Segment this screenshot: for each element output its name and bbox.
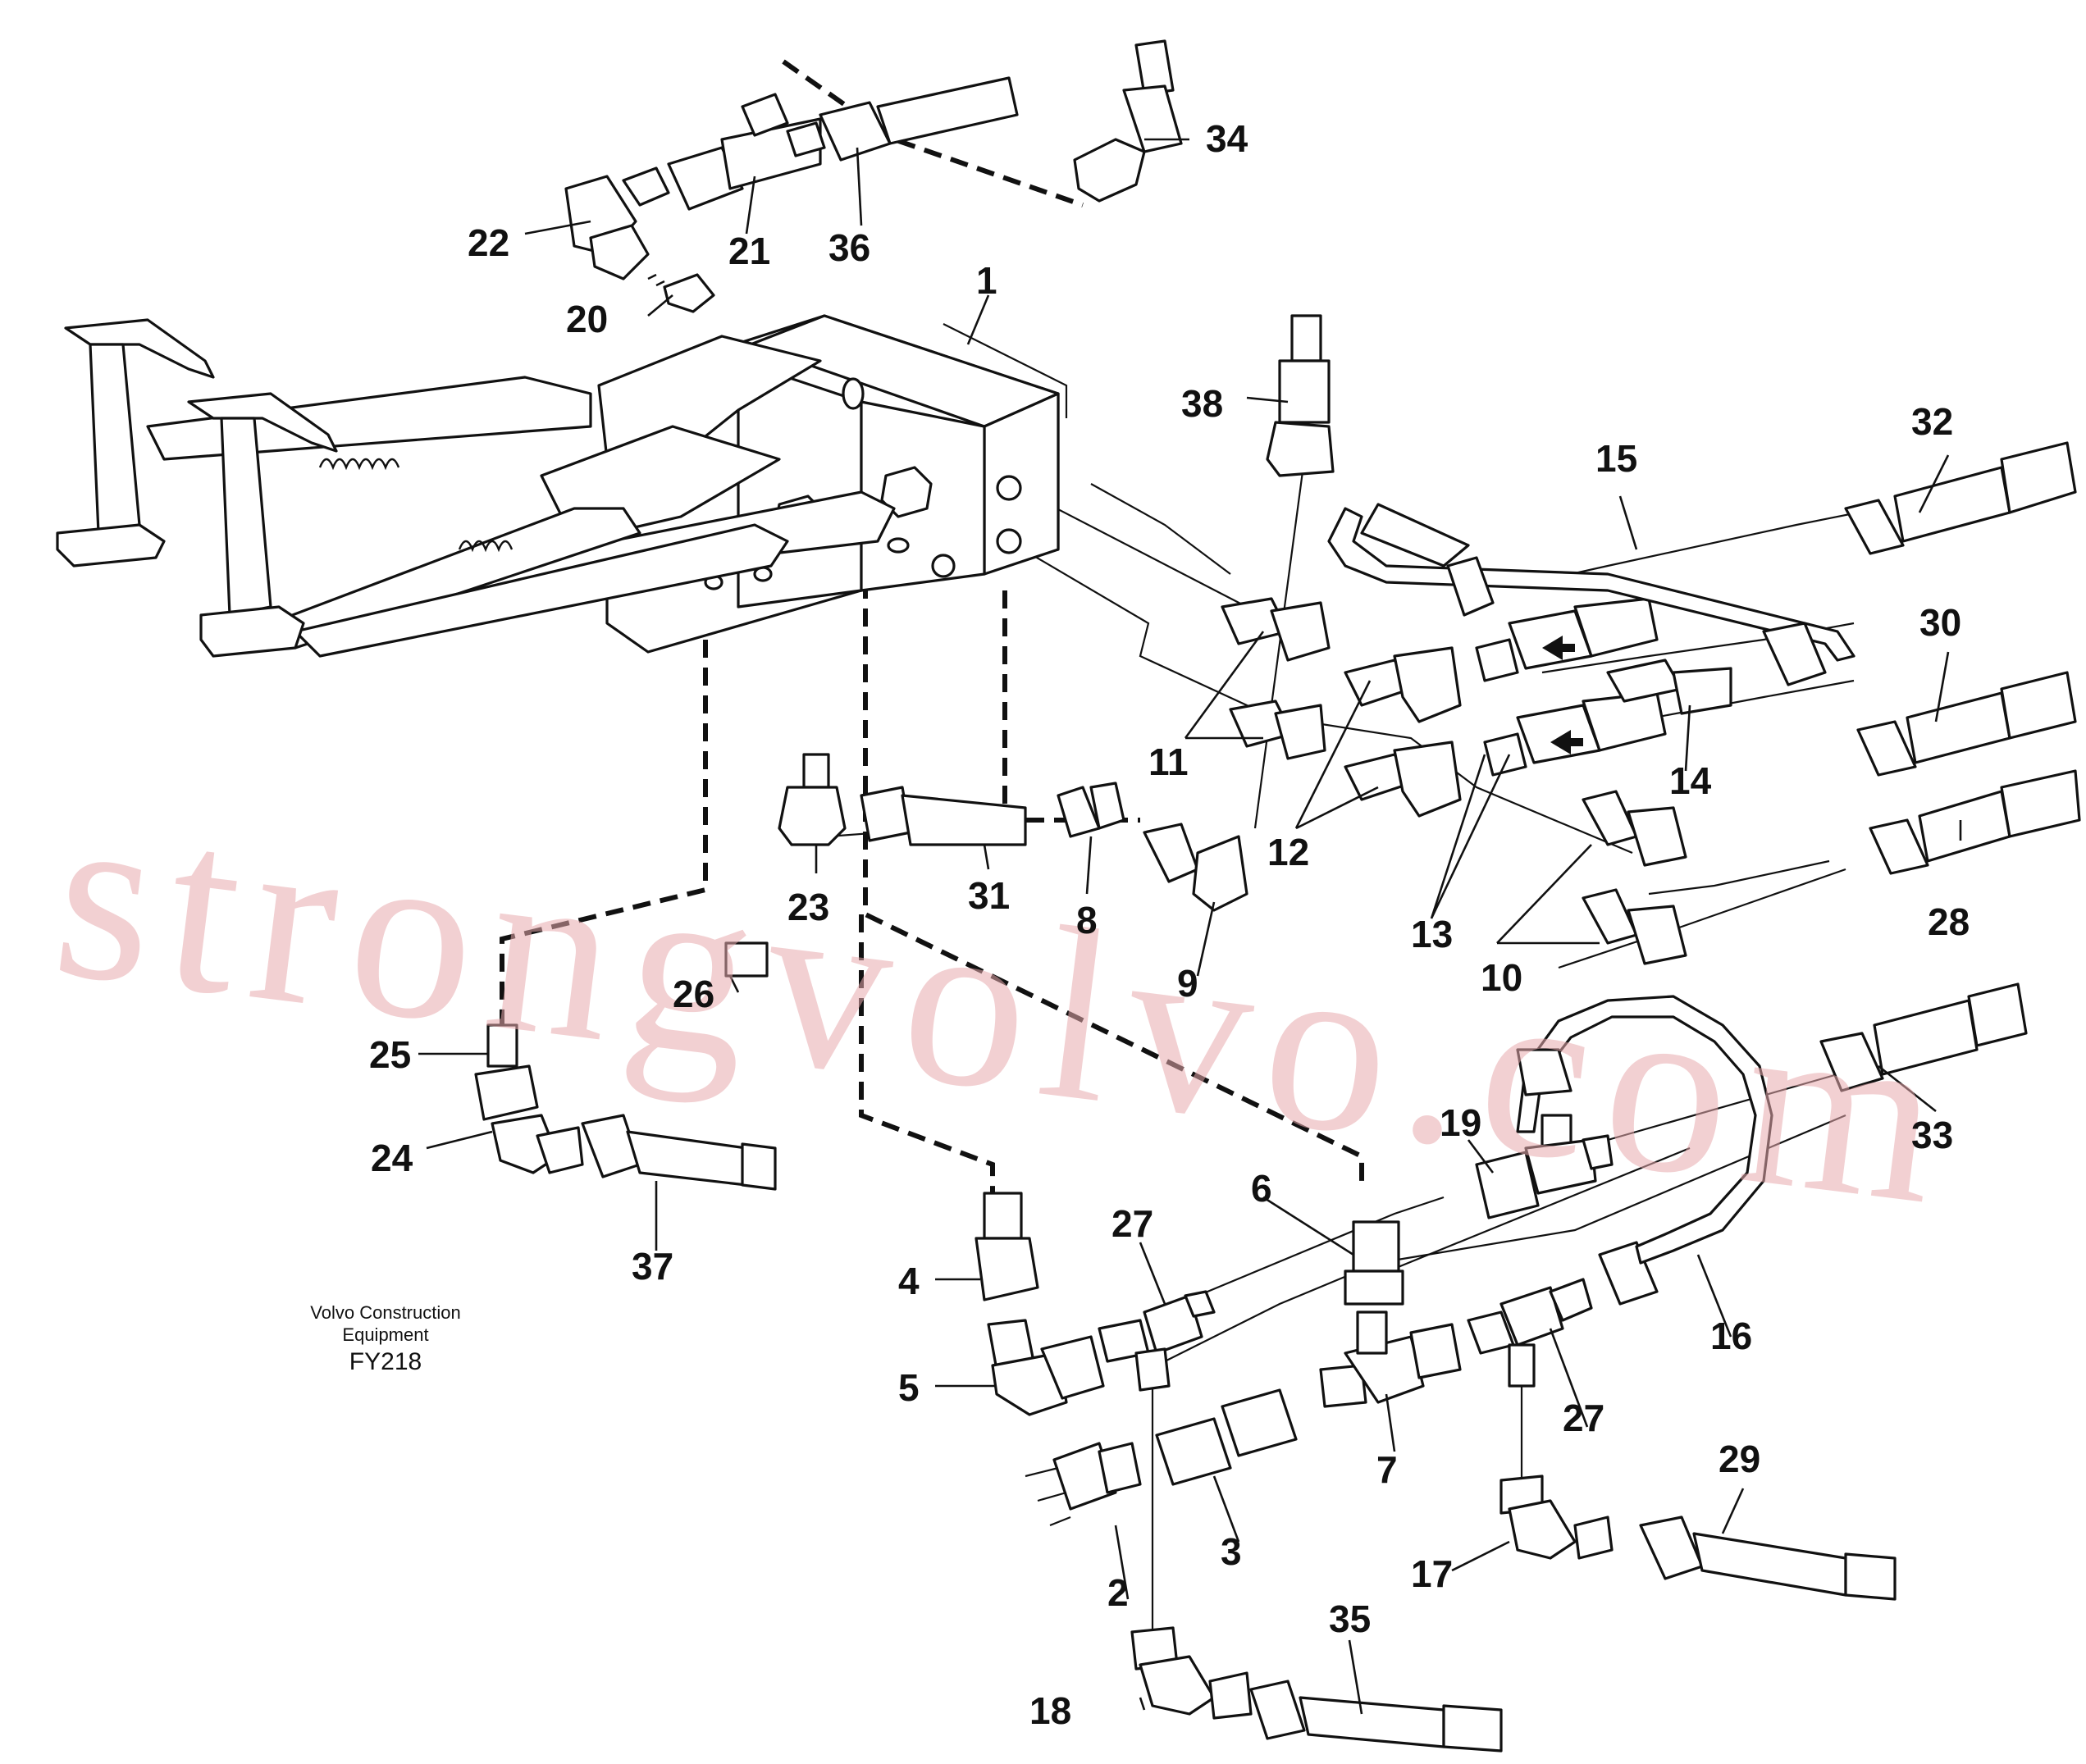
callout-25: 25 (369, 1033, 411, 1076)
tee-21 (667, 146, 744, 211)
callout-27a: 27 (1111, 1202, 1153, 1245)
callout-32: 32 (1911, 400, 1953, 443)
center-fittings (724, 753, 1248, 978)
nipple-4 (975, 1237, 1039, 1301)
tee-19 (1475, 1151, 1540, 1219)
nipple-20 (663, 273, 715, 313)
callout-36: 36 (828, 226, 870, 269)
callout-14: 14 (1669, 759, 1712, 802)
hose-end-38 (1278, 359, 1331, 424)
caption-line-1: Volvo Construction (310, 1302, 460, 1323)
callout-21: 21 (728, 230, 770, 272)
nipple-6 (1352, 1220, 1400, 1273)
hose-16 (1516, 995, 1773, 1265)
callout-3: 3 (1221, 1530, 1242, 1573)
callout-7: 7 (1376, 1448, 1398, 1491)
callout-5: 5 (898, 1366, 920, 1409)
elbow-18 (1139, 1655, 1216, 1716)
callout-16: 16 (1710, 1315, 1752, 1357)
nut-28 (1869, 818, 1929, 875)
callout-labels: 1 2 3 4 5 6 7 8 9 10 11 12 13 14 15 16 1… (369, 117, 1970, 1732)
caption-code: FY218 (349, 1348, 422, 1375)
callout-13: 13 (1411, 913, 1453, 955)
callout-22: 22 (468, 221, 509, 264)
leader-lines (418, 138, 1962, 1715)
banjo-23 (778, 786, 847, 846)
adapter-14 (1672, 667, 1732, 715)
callout-6: 6 (1251, 1167, 1272, 1210)
lower-fittings (975, 982, 2028, 1753)
hose-29 (1692, 1532, 1847, 1597)
callout-15: 15 (1595, 437, 1637, 480)
nut-3 (1155, 1417, 1232, 1486)
hose-end-34 (1122, 84, 1183, 153)
right-fittings (1221, 314, 2081, 965)
callout-31: 31 (968, 874, 1010, 917)
callout-10: 10 (1481, 956, 1522, 999)
callout-30: 30 (1919, 601, 1961, 644)
nut-32 (1844, 499, 1905, 555)
callout-20: 20 (566, 298, 608, 340)
callout-35: 35 (1329, 1598, 1371, 1640)
callout-28: 28 (1928, 900, 1970, 943)
hose-37 (626, 1130, 748, 1187)
callout-27b: 27 (1563, 1397, 1604, 1439)
callout-1: 1 (976, 259, 997, 302)
top-fittings (564, 39, 1183, 313)
callout-19: 19 (1440, 1101, 1481, 1144)
callout-2: 2 (1107, 1571, 1129, 1614)
nut-33 (1819, 1032, 1884, 1092)
elbow-10a (1627, 806, 1687, 867)
tee-27b (1499, 1286, 1564, 1347)
nipple-25 (486, 1023, 518, 1068)
callout-18: 18 (1029, 1689, 1071, 1732)
callout-38: 38 (1181, 382, 1223, 425)
hose-35 (1299, 1696, 1445, 1748)
callout-33: 33 (1911, 1114, 1953, 1156)
left-lower-fittings (474, 1023, 777, 1191)
callout-12: 12 (1267, 831, 1309, 873)
elbow-9 (1192, 835, 1248, 912)
callout-37: 37 (632, 1245, 673, 1288)
callout-24: 24 (371, 1137, 413, 1179)
callout-11: 11 (1148, 741, 1189, 783)
hose-31 (901, 794, 1027, 846)
pedal-valve-assembly (56, 314, 1060, 658)
callout-26: 26 (673, 973, 714, 1015)
callout-9: 9 (1177, 962, 1198, 1005)
caption-line-2: Equipment (342, 1324, 428, 1345)
tee-27a (1143, 1294, 1203, 1355)
nipple-26 (724, 941, 769, 978)
elbow-10b (1627, 905, 1687, 965)
elbow-17 (1508, 1499, 1577, 1560)
callout-8: 8 (1076, 899, 1098, 941)
callout-34: 34 (1206, 117, 1248, 160)
tube-15 (1327, 507, 1855, 662)
callout-29: 29 (1719, 1438, 1760, 1480)
callout-4: 4 (898, 1260, 920, 1302)
callout-23: 23 (787, 886, 829, 928)
caption-block: Volvo Construction Equipment FY218 (310, 1302, 460, 1375)
callout-17: 17 (1411, 1552, 1453, 1595)
nut-30 (1856, 720, 1917, 777)
